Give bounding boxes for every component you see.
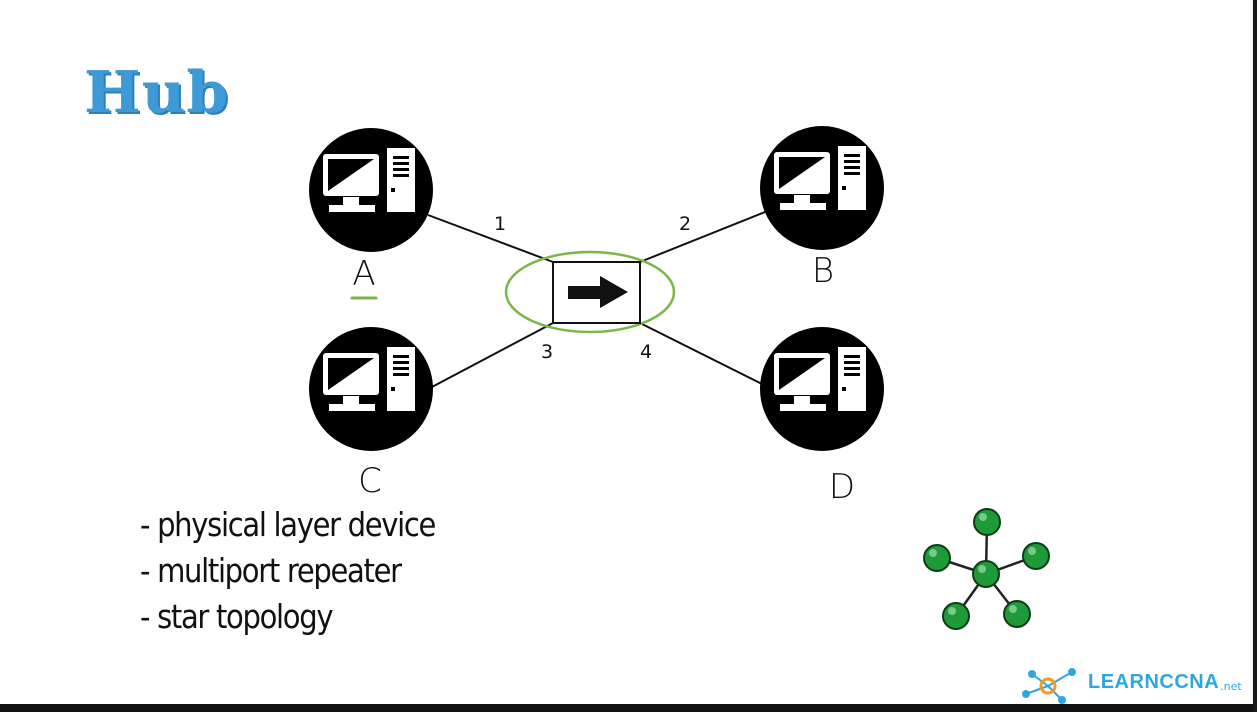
learnccna-logo-icon [1022,668,1076,704]
host-label-a: A [352,254,375,294]
port-label-4: 4 [640,341,652,363]
hub-highlight-ellipse [504,250,676,334]
link-c [429,322,554,389]
computer-d-icon [760,327,884,451]
port-label-2: 2 [679,213,691,235]
list-item: - multiport repeater [140,551,402,590]
computer-c-icon [309,327,433,451]
host-label-b: B [812,251,834,291]
star-topology-icon [923,508,1050,630]
computer-b-icon [760,126,884,250]
computer-a-icon [309,128,433,252]
host-label-d: D [829,467,855,507]
link-d [639,322,771,389]
link-a [427,214,554,263]
host-label-c: C [358,461,382,501]
port-label-1: 1 [494,213,506,235]
list-item: - physical layer device [140,505,436,544]
feature-list: - physical layer device - multiport repe… [140,502,475,640]
link-b [639,209,771,263]
learnccna-logo: LEARNCCNA .net [1088,662,1242,702]
list-item: - star topology [140,597,334,636]
window-edge [1253,0,1257,712]
logo-text: LEARNCCNA [1088,670,1220,693]
subtitle-strip [0,704,1253,712]
arrow-right-icon [568,276,628,308]
logo-tld: .net [1220,680,1242,693]
port-label-3: 3 [541,341,553,363]
slide-title: Hub [84,59,230,127]
